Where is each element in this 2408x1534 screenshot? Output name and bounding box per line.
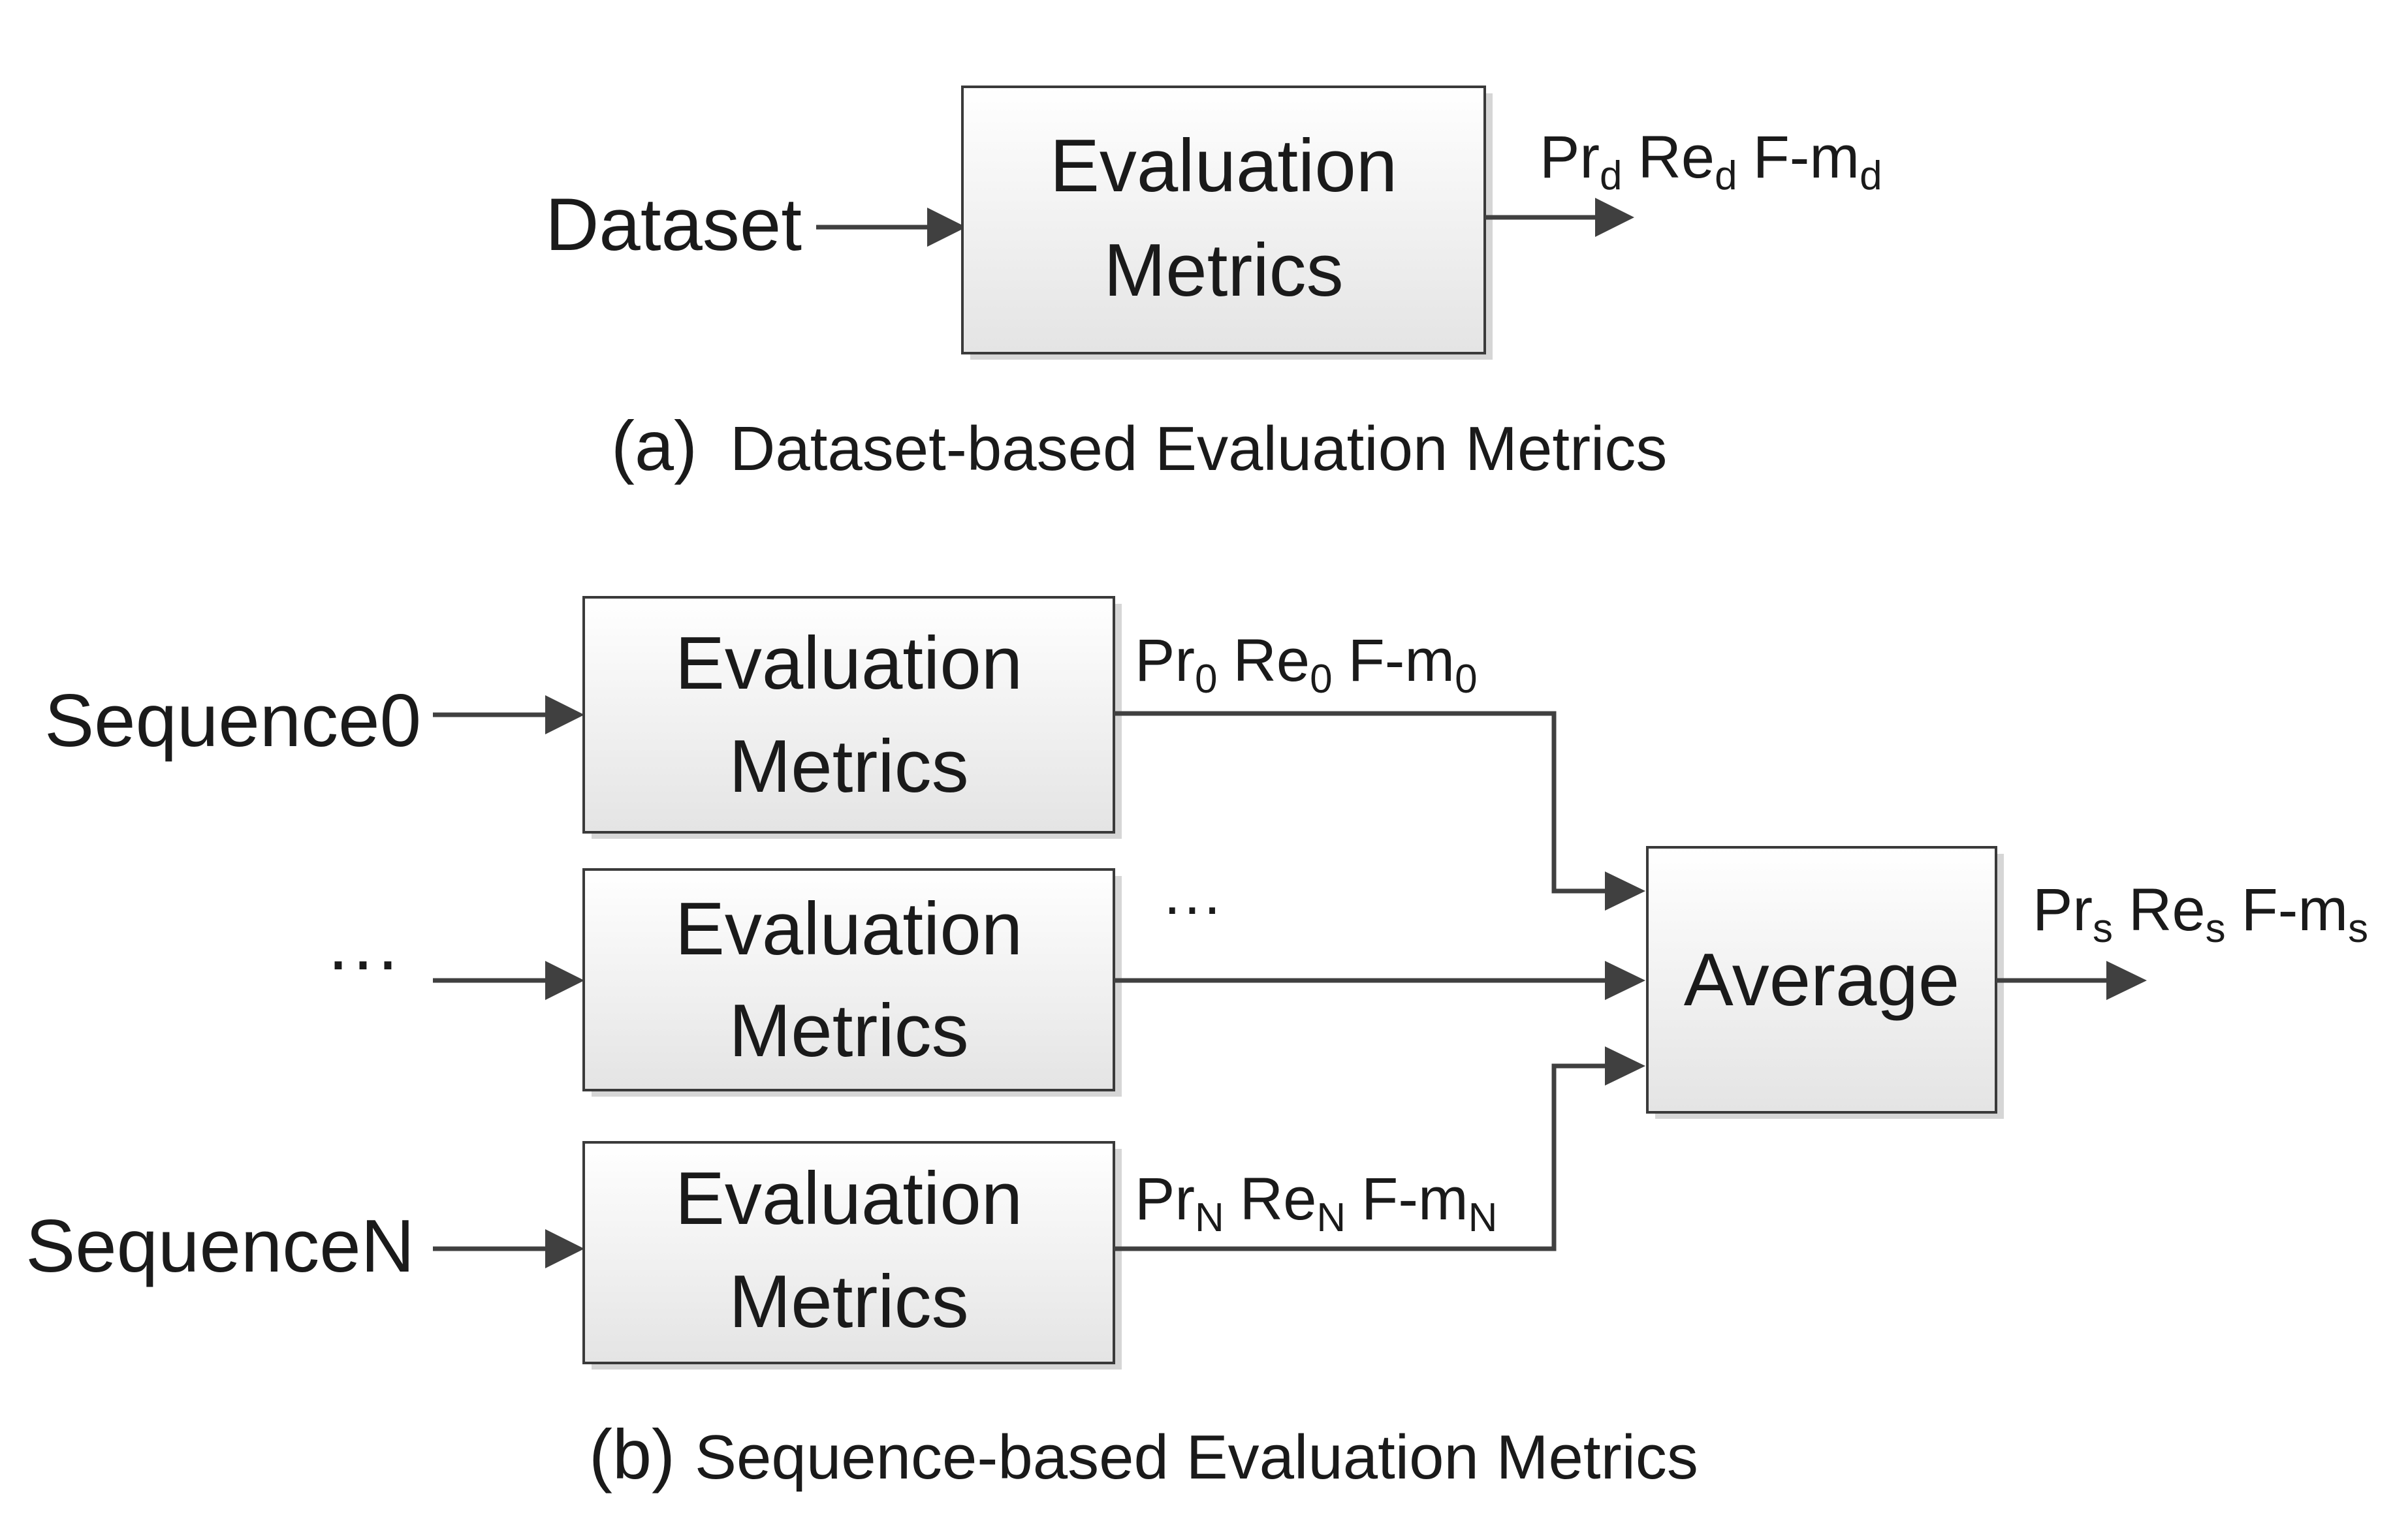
box-bn-line1: Evaluation: [675, 1157, 1022, 1240]
average-box: [1646, 846, 1997, 1114]
box-b1-line1: Evaluation: [675, 888, 1022, 971]
box-b0-line1: Evaluation: [675, 622, 1022, 705]
box-b1-line2: Metrics: [729, 990, 968, 1072]
sequence0-label: Sequence0: [44, 680, 421, 762]
box-bn-line2: Metrics: [729, 1260, 968, 1343]
output-a-arrowhead: [1595, 198, 1634, 237]
box-b0-line2: Metrics: [729, 725, 968, 808]
sequencen-label: SequenceN: [25, 1205, 415, 1288]
evaluation-metrics-box-a: [961, 86, 1486, 354]
output-b1-ellipsis: ···: [1162, 873, 1222, 940]
connector-bn: [1114, 1063, 1619, 1251]
connector-b1-arrowhead: [1605, 961, 1645, 1000]
sequencen-arrowhead: [545, 1229, 584, 1268]
caption-a: (a)Dataset-based Evaluation Metrics: [611, 406, 1667, 485]
evaluation-metrics-box-b0: [582, 596, 1115, 834]
ellipsis-input-arrowhead: [545, 961, 584, 1000]
connector-b0: [1114, 711, 1619, 894]
dataset-label: Dataset: [545, 183, 802, 266]
average-label: Average: [1684, 939, 1960, 1022]
box-a-line2: Metrics: [1103, 229, 1343, 312]
evaluation-metrics-box-b1: [582, 868, 1115, 1091]
connector-b0-arrowhead: [1605, 871, 1645, 911]
connector-bn-arrowhead: [1605, 1046, 1645, 1086]
sequence0-arrowhead: [545, 695, 584, 734]
caption-b: (b)Sequence-based Evaluation Metrics: [589, 1415, 1698, 1494]
dataset-arrowhead: [927, 208, 966, 247]
box-a-line1: Evaluation: [1050, 125, 1397, 208]
final-output-arrowhead: [2106, 961, 2147, 1000]
ellipsis-input-label: ···: [326, 919, 400, 1002]
evaluation-metrics-box-bn: [582, 1141, 1115, 1364]
